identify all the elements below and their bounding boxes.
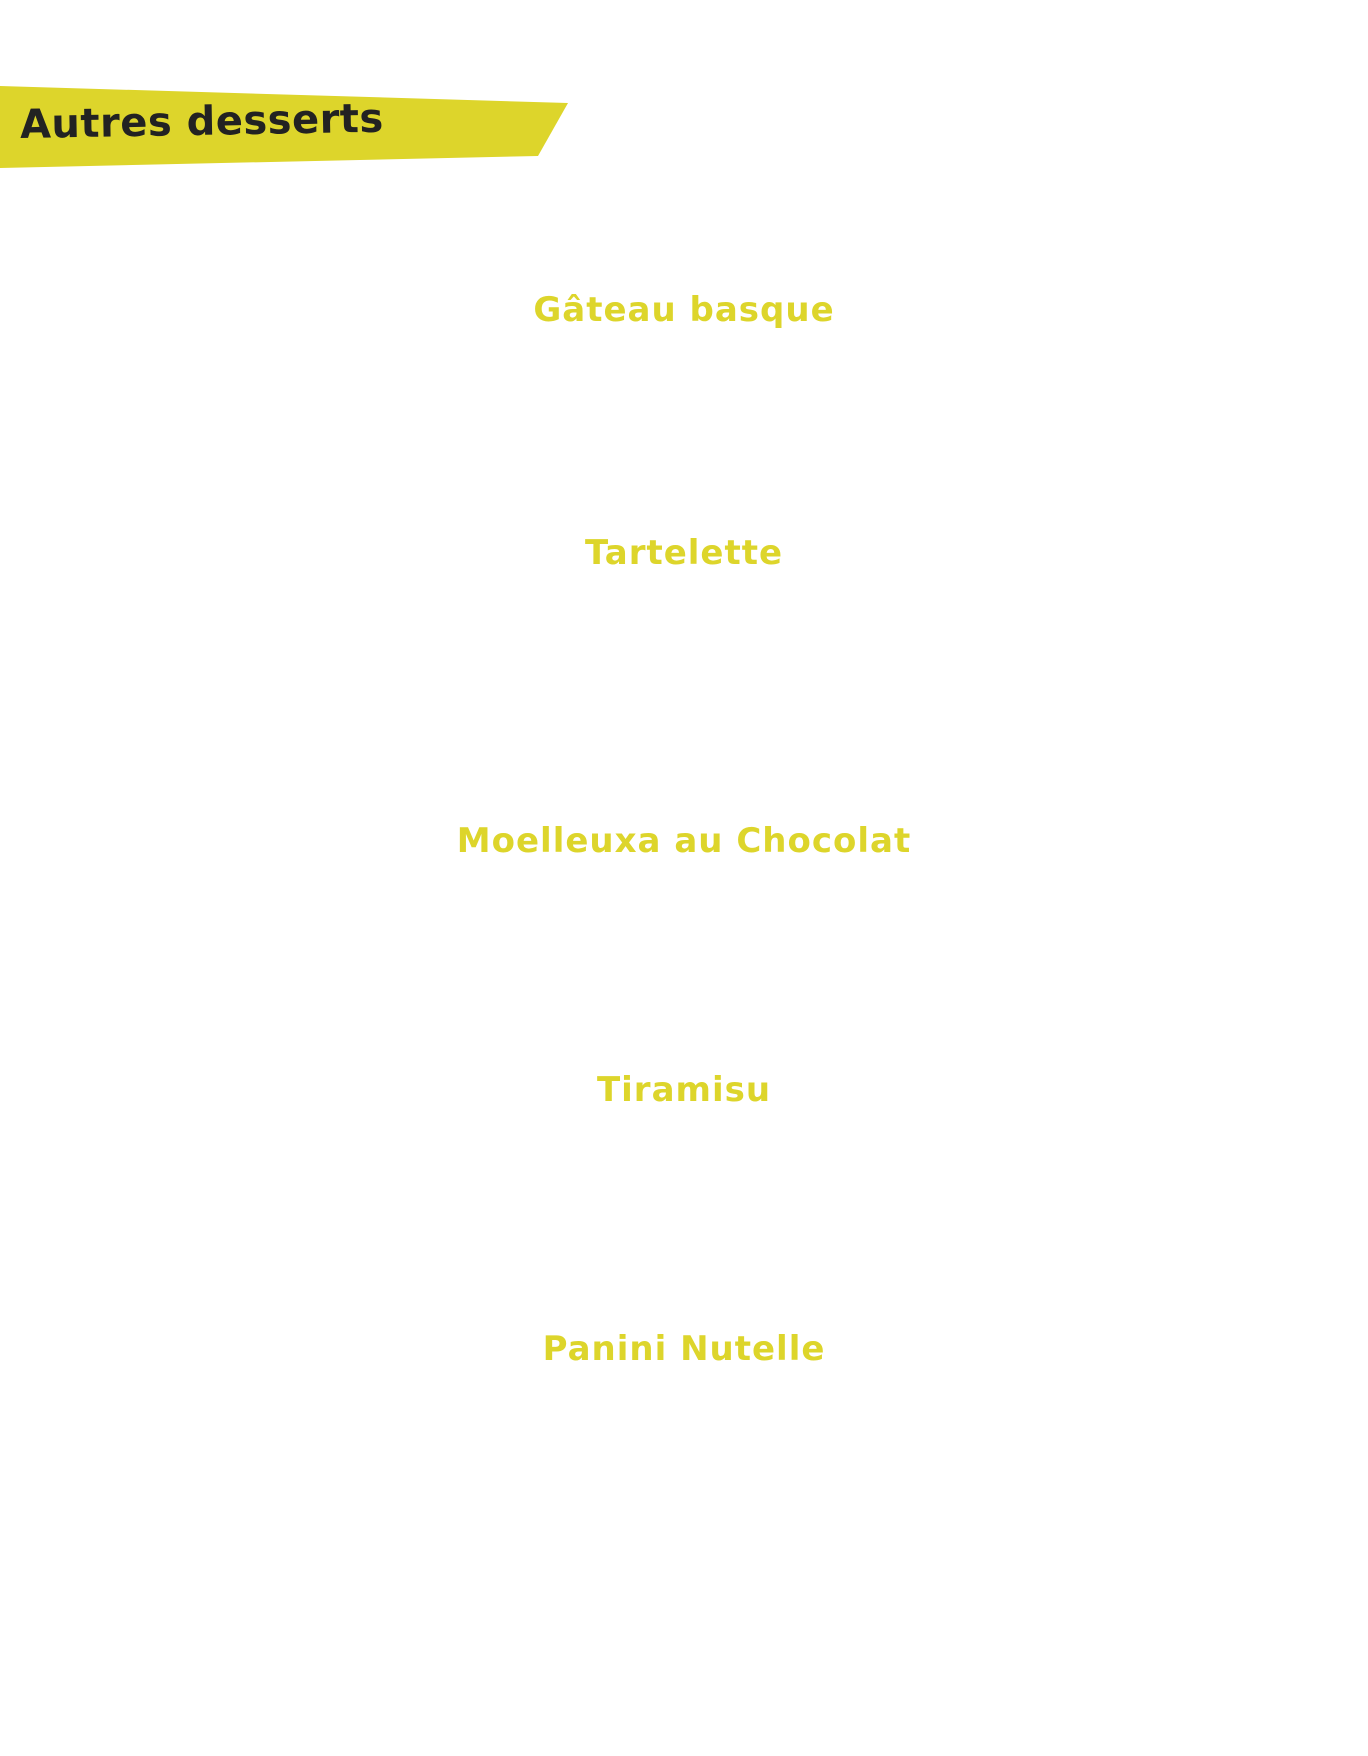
dessert-item-moelleux-chocolat: Moelleuxa au Chocolat — [456, 821, 912, 861]
dessert-item-gateau-basque: Gâteau basque — [533, 290, 835, 330]
section-title: Autres desserts — [19, 95, 385, 148]
dessert-item-panini-nutelle: Panini Nutelle — [542, 1329, 826, 1369]
section-banner: Autres desserts — [0, 86, 568, 168]
dessert-item-tartelette: Tartelette — [584, 533, 784, 573]
banner-background — [0, 86, 568, 168]
dessert-item-tiramisu: Tiramisu — [596, 1070, 772, 1110]
banner-shape — [0, 86, 568, 168]
